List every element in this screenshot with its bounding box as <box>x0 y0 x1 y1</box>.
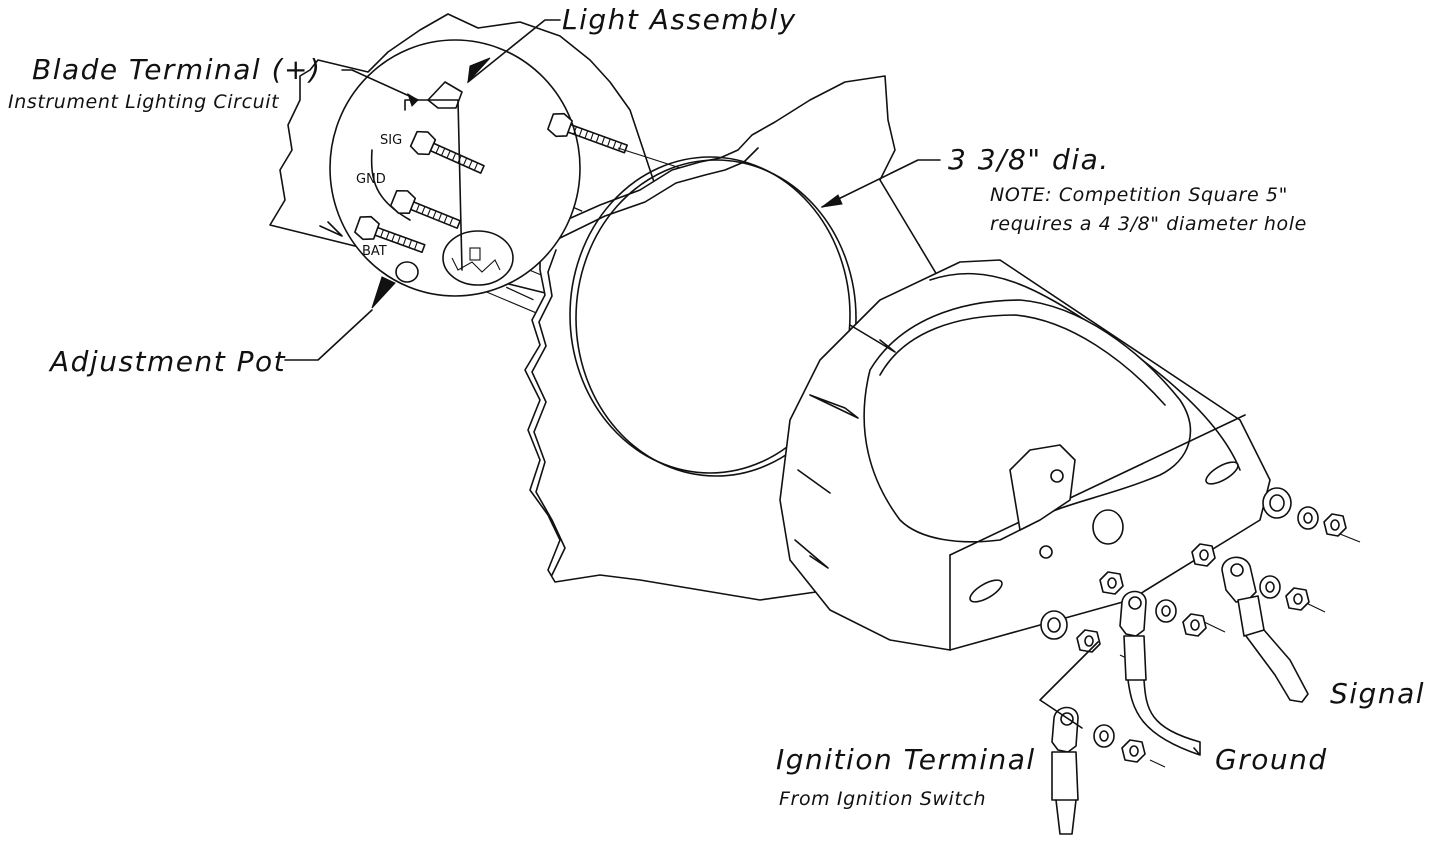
label-ignition-terminal: Ignition Terminal <box>776 743 1036 776</box>
ring-terminal-icon <box>1039 556 1309 835</box>
terminal-gnd-label: GND <box>356 172 386 187</box>
label-adjustment-pot: Adjustment Pot <box>50 345 287 378</box>
label-note-line2: requires a 4 3/8" diameter hole <box>990 213 1307 235</box>
mounting-bracket-icon <box>779 259 1271 651</box>
label-note-line1: NOTE: Competition Square 5" <box>990 184 1288 206</box>
leader-lines <box>284 19 941 361</box>
terminal-sig-label: SIG <box>380 133 403 148</box>
label-light-assembly: Light Assembly <box>562 3 797 36</box>
label-from-ignition: From Ignition Switch <box>779 788 987 810</box>
label-diameter: 3 3/8" dia. <box>948 143 1110 176</box>
label-signal: Signal <box>1330 677 1426 710</box>
stud-icon <box>354 112 628 254</box>
label-instrument-lighting: Instrument Lighting Circuit <box>8 91 280 113</box>
terminal-bat-label: BAT <box>362 244 387 259</box>
gauge-back-icon <box>319 39 581 309</box>
label-ground: Ground <box>1215 743 1328 776</box>
label-blade-terminal: Blade Terminal (+) <box>32 53 322 86</box>
hex-nut-icon <box>1040 487 1347 763</box>
mounting-plate-icon <box>269 13 696 331</box>
